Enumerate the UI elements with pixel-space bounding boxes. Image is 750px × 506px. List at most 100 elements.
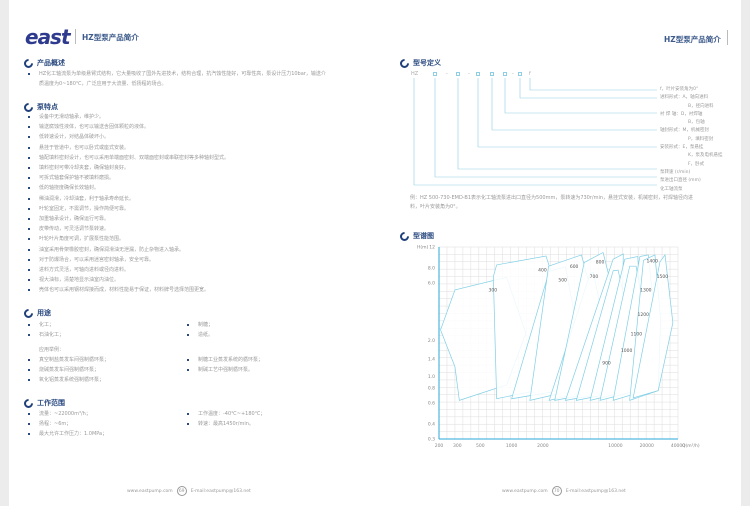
curve-label: 1100 xyxy=(631,331,643,337)
list-item: 转速：最高1450r/min。 xyxy=(185,419,265,429)
x-tick-label: 300 xyxy=(453,443,462,449)
header-divider xyxy=(75,29,76,44)
curve-label: 700 xyxy=(590,274,599,280)
y-tick-label: 0.3 xyxy=(428,437,435,443)
list-item: 视大油标，清楚地显示油室内油位。 xyxy=(26,275,229,285)
section-range-heading: 工作范围 xyxy=(22,396,65,410)
list-item: 制糖工业蒸发系统的循环泵； xyxy=(185,355,263,365)
y-tick-label: 2.0 xyxy=(428,338,435,344)
curve-label: 500 xyxy=(558,277,567,283)
examples-list-left: 真空制盐蒸发车间强制循环泵；烧碱蒸发车间强制循环泵；氧化铝蒸发系统强制循环泵； xyxy=(26,355,109,386)
legend-line: 安装形式：E，泵悬挂 xyxy=(660,145,704,151)
x-tick-label: 20000 xyxy=(640,443,654,449)
connector-line xyxy=(434,78,657,178)
code-box xyxy=(456,72,460,76)
overview-line: 质温度为0~180℃，广泛应用于大流量、低扬程的场合。 xyxy=(39,81,167,87)
heading-text: 工作范围 xyxy=(37,399,65,407)
section-uses-heading: 用途 xyxy=(22,306,51,320)
list-item: 制糖； xyxy=(185,320,213,330)
list-item: 叶轮叶片角度可调，扩展泵性能范围。 xyxy=(26,234,229,244)
legend-line: K，泵及电机悬挂 xyxy=(688,153,723,159)
model-example: 例：HZ 500-730-EMD-B1表示化工轴流泵进出口直径为500mm，泵转… xyxy=(410,194,693,212)
code-box xyxy=(476,72,480,76)
section-chart-heading: 型谱图 xyxy=(398,229,434,243)
list-item: 输送腐蚀性液体，也可以输送含固体颗粒的液体。 xyxy=(26,122,229,132)
legend-line: 化工轴流泵 xyxy=(660,186,683,192)
connector-line xyxy=(457,78,657,170)
header-title-right: HZ型泵产品简介 xyxy=(664,35,721,44)
list-item: 工作温度：-40℃~+180℃； xyxy=(185,409,265,419)
heading-text: 泵特点 xyxy=(37,103,58,111)
connector-line xyxy=(529,78,657,91)
header-divider-right xyxy=(727,30,728,45)
curve-label: 900 xyxy=(602,361,611,367)
y-axis-label: H(m) xyxy=(417,245,429,251)
heading-text: 产品概述 xyxy=(37,59,65,67)
list-item: 可拆式轴套保护轴不被填料磨损。 xyxy=(26,173,229,183)
x-tick-label: 10000 xyxy=(608,443,622,449)
x-tick-label: 1000 xyxy=(506,443,518,449)
list-item: 壳体也可以采用钢材焊接而成，材料性能易于保证，材料牌号选择范围更宽。 xyxy=(26,285,229,295)
y-tick-label: 6.0 xyxy=(428,281,435,287)
curve-label: 1300 xyxy=(640,288,652,294)
list-item: 低转速设计，对结晶体破坏小。 xyxy=(26,132,229,142)
curve-label: 800 xyxy=(596,260,605,266)
footer-left: www.eastpump.com 69 E-mail:eastpump@163.… xyxy=(127,486,251,496)
section-overview-heading: 产品概述 xyxy=(22,56,65,70)
connector-line xyxy=(477,78,657,148)
list-item: 烧碱蒸发车间强制循环泵； xyxy=(26,365,109,375)
header-title: HZ型泵产品简介 xyxy=(82,33,139,42)
list-item: 对于防爆场合，可以采用迷宫密封轴承，安全可靠。 xyxy=(26,255,229,265)
uses-list-right: 制糖；造纸。 xyxy=(185,320,213,340)
curve-label: 1200 xyxy=(637,312,649,318)
curve-label: 1500 xyxy=(657,274,669,280)
heading-text: 型号定义 xyxy=(413,59,441,67)
page-number: 70 xyxy=(551,486,562,496)
list-item: 造纸。 xyxy=(185,330,213,340)
east-logo: east xyxy=(25,25,71,49)
footer-website: www.eastpump.com xyxy=(502,488,548,494)
footer-right: www.eastpump.com 70 E-mail:eastpump@163.… xyxy=(502,486,626,496)
connector-line xyxy=(413,78,657,186)
code-dash: - xyxy=(512,71,514,77)
list-item: 制碱工艺中强制循环泵。 xyxy=(185,365,263,375)
code-dash: - xyxy=(468,71,470,77)
list-item: 加重轴承设计，确保运行可靠。 xyxy=(26,214,229,224)
list-item: 皮带传动，可灵活调节泵转速。 xyxy=(26,224,229,234)
list-item: 低的轴挠度确保长效轴封。 xyxy=(26,183,229,193)
curve-1500 xyxy=(632,254,674,399)
footer-website: www.eastpump.com xyxy=(127,488,173,494)
page-gutter-left xyxy=(0,0,9,506)
heading-text: 型谱图 xyxy=(413,232,434,240)
legend-line: f，叶片安装角为0° xyxy=(660,87,699,92)
list-item: 设备中无滑动轴承，维护少。 xyxy=(26,112,229,122)
list-item: 填料密封可带冷却夹套，确保轴封良好。 xyxy=(26,163,229,173)
range-list-right: 工作温度：-40℃~+180℃；转速：最高1450r/min。 xyxy=(185,409,265,429)
list-item: 油室采用骨架橡胶密封，确保润滑油无泄漏，防止杂物进入轴承。 xyxy=(26,245,229,255)
overview-line: HZ化工轴流泵为单级悬臂式结构，它大量吸收了国外先进技术，结构合理，抗汽蚀性能好… xyxy=(26,69,326,79)
curve-label: 600 xyxy=(570,264,579,270)
legend-line: 衬 焊 轴：D，衬焊轴 xyxy=(660,111,703,117)
legend-line: B，包轴 xyxy=(688,120,705,126)
footer-email: E-mail:eastpump@163.net xyxy=(565,488,626,494)
uses-list-left: 化工；石油化工； xyxy=(26,320,64,340)
y-tick-label: 8.0 xyxy=(428,266,435,272)
curve-label: 400 xyxy=(538,267,547,273)
overview-text: HZ化工轴流泵为单级悬臂式结构，它大量吸收了国外先进技术，结构合理，抗汽蚀性能好… xyxy=(26,69,326,79)
code-box xyxy=(503,72,507,76)
examples-label: 应用举例： xyxy=(39,347,65,353)
footer-email: E-mail:eastpump@163.net xyxy=(190,488,251,494)
list-item: 悬挂于管道中，也可以卧式或座式安装。 xyxy=(26,143,229,153)
x-tick-label: 200 xyxy=(435,443,444,449)
y-tick-label: 1.4 xyxy=(428,356,435,362)
x-tick-label: 500 xyxy=(476,443,485,449)
list-item: 扬程：~6m； xyxy=(26,419,107,429)
y-tick-label: 1.0 xyxy=(428,374,435,380)
list-item: 氧化铝蒸发系统强制循环泵； xyxy=(26,375,109,385)
curve-label: 300 xyxy=(489,288,498,294)
page-gutter-right xyxy=(741,0,750,506)
connector-line xyxy=(491,78,657,131)
examples-list-right: 制糖工业蒸发系统的循环泵；制碱工艺中强制循环泵。 xyxy=(185,355,263,375)
code-box xyxy=(433,72,437,76)
